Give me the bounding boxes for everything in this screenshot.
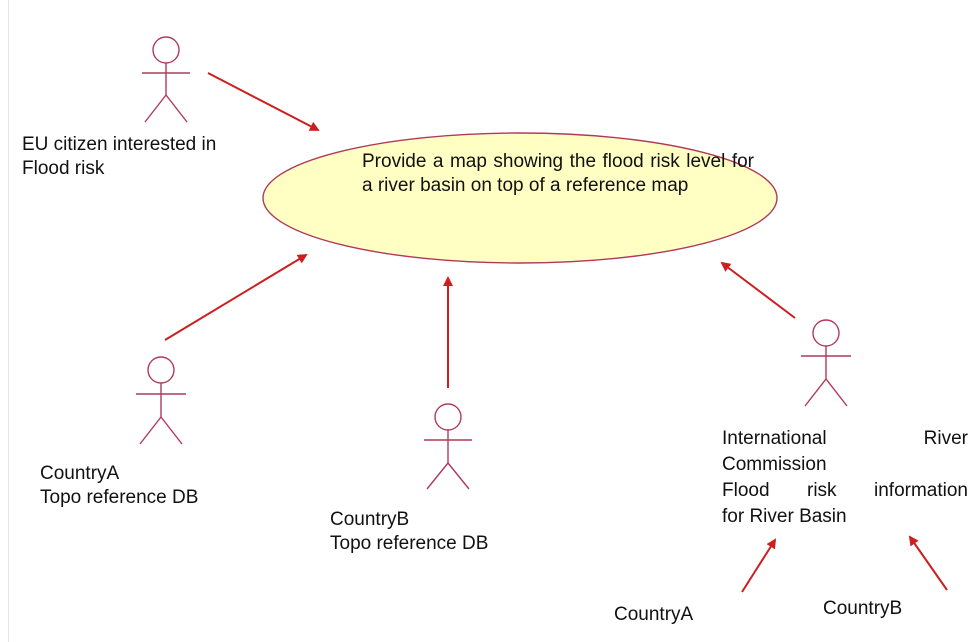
use-case-label: Provide a map showing the flood risk lev… — [362, 151, 754, 196]
arrow-country-a-to-commission — [741, 538, 777, 593]
actor-eu-citizen-label: EU citizen interested in Flood risk — [22, 133, 216, 181]
actor-country-a-topo-label-line1: CountryA — [40, 463, 120, 484]
country-a-label: CountryA — [614, 604, 694, 625]
actor-commission-label-line3: Flood risk information — [722, 480, 968, 501]
actor-eu-citizen-label-line1: EU citizen interested in — [22, 134, 217, 155]
arrow-eu-citizen-to-use-case — [207, 72, 320, 131]
country-b-label: CountryB — [823, 598, 903, 619]
actor-country-b-topo-figure[interactable] — [424, 403, 472, 490]
actor-country-a-topo-label-line2: Topo reference DB — [40, 487, 199, 508]
left-border-line — [8, 0, 9, 642]
actor-commission-label-line4: for River Basin — [722, 506, 847, 527]
actor-commission-label: International River Commission Flood ris… — [722, 426, 968, 530]
actor-eu-citizen-label-line2: Flood risk — [22, 158, 105, 179]
actor-commission-label-line1: International River — [722, 428, 968, 449]
actor-commission-figure[interactable] — [801, 319, 851, 407]
use-case-ellipse[interactable] — [262, 132, 778, 264]
arrow-commission-to-use-case — [720, 261, 796, 319]
actor-country-a-topo-figure[interactable] — [136, 356, 186, 445]
actor-country-b-topo-label-line2: Topo reference DB — [330, 533, 489, 554]
actor-commission-label-line2: Commission — [722, 454, 827, 475]
actor-country-b-topo-label-line1: CountryB — [330, 509, 410, 530]
actor-eu-citizen-figure[interactable] — [142, 36, 190, 123]
actor-country-b-topo-label: CountryB Topo reference DB — [330, 508, 488, 556]
arrow-country-a-topo-to-use-case — [164, 253, 308, 341]
arrow-country-b-to-commission — [908, 535, 948, 591]
actor-country-a-topo-label: CountryA Topo reference DB — [40, 462, 198, 510]
